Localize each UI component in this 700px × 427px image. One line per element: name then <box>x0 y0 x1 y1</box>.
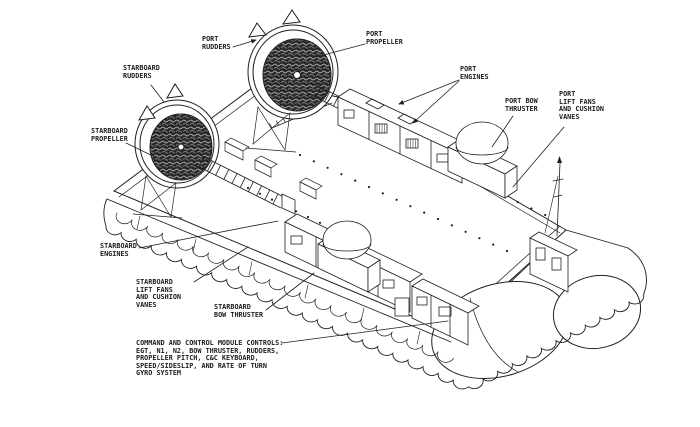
starboard-shroud-trestle <box>132 175 183 219</box>
port-shroud-trestle <box>245 106 297 153</box>
label-starboard-engines: STARBOARD ENGINES <box>100 242 137 258</box>
leader-port-lift-fans <box>512 126 565 188</box>
port-rudder-fins <box>248 22 267 38</box>
label-port-lift-fans: PORT LIFT FANS AND CUSHION VANES <box>559 90 605 121</box>
starboard-propeller-shaft <box>190 152 296 215</box>
starboard-propeller-shroud <box>132 83 220 219</box>
label-starboard-lift-fans: STARBOARD LIFT FANS AND CUSHION VANES <box>136 278 182 309</box>
leader-port-bow-thruster <box>491 115 514 148</box>
port-bow-thruster-dome <box>447 121 518 199</box>
bow-superstructure <box>529 156 578 293</box>
leader-starboard-bow-thruster <box>265 272 315 311</box>
leader-starboard-rudders <box>150 84 165 103</box>
label-starboard-propeller: STARBOARD PROPELLER <box>91 127 128 143</box>
leader-starboard-propeller <box>125 142 156 158</box>
command-module-structure <box>394 278 480 346</box>
deck-fittings <box>224 137 323 200</box>
skirt-fingers <box>103 198 647 390</box>
starboard-bow-thruster-dome <box>317 220 381 293</box>
leader-command-module <box>281 320 449 344</box>
port-engines-module <box>337 88 475 184</box>
label-starboard-rudders: STARBOARD RUDDERS <box>123 64 160 80</box>
starboard-rudder-fins <box>138 105 156 121</box>
leader-starboard-engines <box>138 220 279 249</box>
label-port-bow-thruster: PORT BOW THRUSTER <box>505 97 538 113</box>
leader-starboard-lift-fans <box>193 246 249 283</box>
leader-port-rudders <box>232 39 257 48</box>
leader-port-propeller <box>315 43 366 58</box>
leader-port-engines-2 <box>412 80 460 124</box>
label-port-rudders: PORT RUDDERS <box>202 35 231 51</box>
port-propeller-shroud <box>245 9 339 153</box>
label-starboard-bow-thruster: STARBOARD BOW THRUSTER <box>214 303 264 319</box>
label-command-module: COMMAND AND CONTROL MODULE CONTROLS: EGT… <box>136 339 284 378</box>
label-port-propeller: PORT PROPELLER <box>366 30 403 46</box>
leader-port-engines-1 <box>398 79 460 105</box>
antenna-mast <box>544 156 564 237</box>
label-port-engines: PORT ENGINES <box>460 65 489 81</box>
